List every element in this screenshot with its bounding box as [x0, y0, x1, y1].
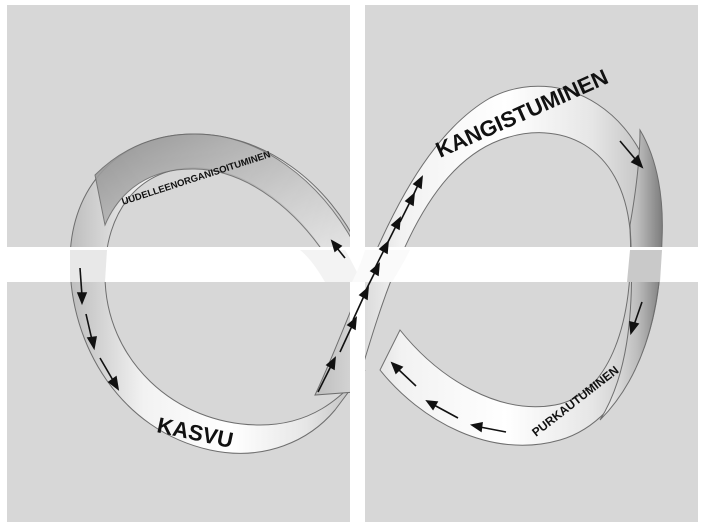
ribbon-right-edge-shadow	[599, 128, 663, 421]
arrow	[390, 361, 417, 387]
arrow	[411, 175, 423, 199]
vertical-divider	[350, 0, 365, 527]
ribbon-right-loop	[314, 85, 662, 446]
arrow	[339, 316, 357, 353]
arrow	[85, 313, 97, 351]
flow-arrows	[76, 140, 644, 433]
ribbon-center-cross-2	[352, 250, 410, 282]
arrow	[425, 400, 459, 419]
arrow	[317, 356, 336, 393]
arrow	[76, 267, 88, 306]
arrow	[619, 140, 644, 169]
ribbon-over-divider	[70, 250, 662, 282]
ribbon-right-through	[627, 250, 662, 282]
panel-bottom-left	[7, 282, 350, 522]
arrow	[469, 421, 507, 433]
ribbon-center-crossing	[300, 250, 362, 282]
arrow	[385, 216, 401, 247]
arrow	[330, 239, 346, 259]
arrow	[99, 357, 120, 391]
arrow	[629, 301, 643, 336]
ribbon-left-through	[70, 250, 107, 282]
